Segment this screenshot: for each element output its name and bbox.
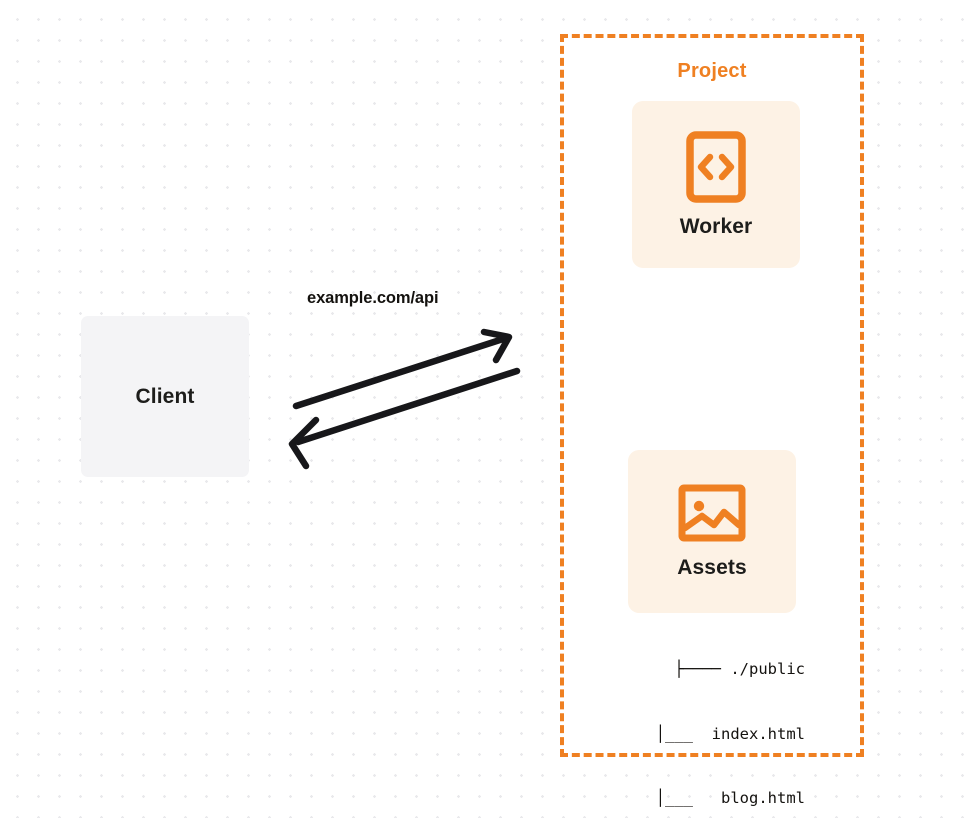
client-node-label: Client [135,384,195,408]
file-tree-row: │___ index.html [655,724,805,743]
worker-card-label: Worker [679,214,753,238]
assets-file-tree: ├──── ./public │___ index.html │___ blog… [609,616,805,818]
assets-card[interactable]: Assets [628,450,796,613]
assets-card-label: Assets [677,555,747,579]
file-tree-row: ├──── ./public [674,660,805,678]
connection-label: example.com/api [307,289,439,307]
request-arrow-icon [292,328,513,410]
worker-card[interactable]: Worker [632,101,800,268]
image-icon [678,484,746,542]
client-node[interactable]: Client [81,316,249,477]
project-group-title: Project [670,60,754,84]
code-brackets-icon [686,130,746,203]
response-arrow-icon [288,367,521,470]
file-tree-row: │___ blog.html [655,789,805,807]
